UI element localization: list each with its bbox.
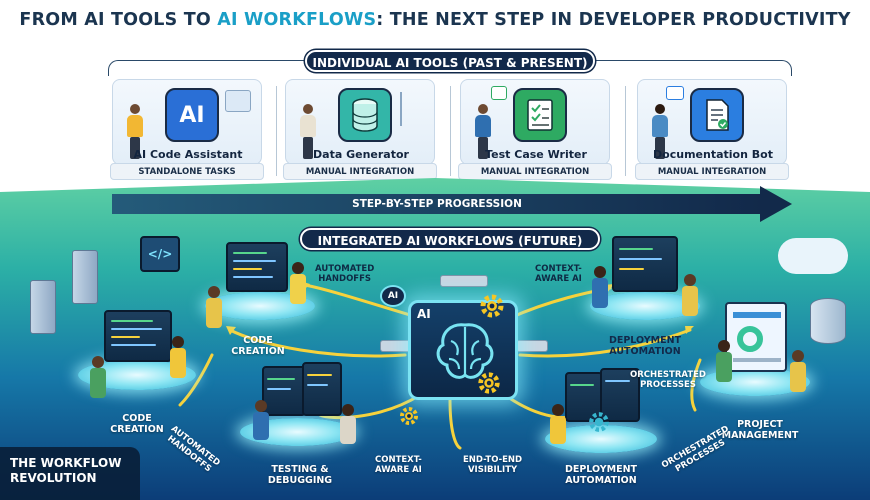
note-context-aware-lower: CONTEXT- AWARE AI (375, 455, 422, 475)
ai-chip-icon: AI (165, 88, 219, 142)
code-window-icon (225, 90, 251, 112)
page-title: FROM AI TOOLS TO AI WORKFLOWS: THE NEXT … (0, 10, 870, 30)
platform-deployment-upper (590, 292, 700, 320)
tool-card-data-generator: Data Generator (285, 79, 435, 165)
person-body (550, 416, 566, 444)
brain-hub-label: AI (417, 307, 431, 321)
developer-figure-icon (298, 104, 318, 160)
person-body (716, 352, 732, 382)
person-icon (172, 336, 184, 348)
tool-card-documentation-bot: Documentation Bot (637, 79, 787, 165)
footer-badge: THE WORKFLOW REVOLUTION (0, 447, 140, 500)
pipe-right (516, 340, 548, 352)
server-icon (72, 250, 98, 304)
checklist-icon (513, 88, 567, 142)
stage-code-creation-lower: CODE CREATION (110, 413, 164, 435)
title-suffix: : THE NEXT STEP IN DEVELOPER PRODUCTIVIT… (376, 10, 851, 30)
stage-project-management: PROJECT MANAGEMENT (721, 419, 799, 441)
person-icon (552, 404, 564, 416)
stage-deployment-upper: DEPLOYMENT AUTOMATION (608, 335, 682, 357)
tool-sub-code-assistant: STANDALONE TASKS (110, 163, 264, 180)
database-icon (810, 298, 846, 344)
note-end-to-end-visibility: END-TO-END VISIBILITY (463, 455, 523, 475)
ai-badge-icon: AI (380, 285, 406, 307)
person-body (290, 274, 306, 304)
title-highlight: AI WORKFLOWS (217, 10, 377, 30)
gear-icon (478, 372, 500, 394)
monitor-icon (612, 236, 678, 292)
developer-figure-icon (125, 104, 145, 160)
database-gear-icon (338, 88, 392, 142)
check-bubble-icon (491, 86, 507, 100)
arrow-right-icon (760, 186, 792, 222)
monitor-icon (302, 362, 342, 416)
person-body (253, 412, 269, 440)
tool-label-code-assistant: AI Code Assistant (133, 148, 243, 161)
person-icon (292, 262, 304, 274)
person-body (170, 348, 186, 378)
gear-icon (399, 406, 419, 426)
tool-sub-data-generator: MANUAL INTEGRATION (283, 163, 437, 180)
developer-figure-icon (650, 104, 670, 160)
note-context-aware-upper: CONTEXT- AWARE AI (535, 264, 582, 284)
dashboard-icon (725, 302, 787, 372)
title-prefix: FROM AI TOOLS TO (19, 10, 218, 30)
tools-section-heading: INDIVIDUAL AI TOOLS (PAST & PRESENT) (305, 50, 595, 72)
divider (276, 86, 277, 176)
progression-label: STEP-BY-STEP PROGRESSION (352, 198, 522, 210)
person-icon (594, 266, 606, 278)
person-icon (342, 404, 354, 416)
person-body (790, 362, 806, 392)
workflows-section-heading: INTEGRATED AI WORKFLOWS (FUTURE) (300, 228, 600, 250)
gear-icon (589, 412, 609, 432)
tool-label-documentation-bot: Documentation Bot (653, 148, 773, 161)
ai-chip-label: AI (179, 102, 205, 128)
stage-code-creation-upper: CODE CREATION (231, 335, 285, 357)
monitor-icon (262, 366, 306, 416)
person-icon (255, 400, 267, 412)
code-brackets-icon: </> (140, 236, 180, 272)
note-orchestrated-upper: ORCHESTRATED PROCESSES (630, 370, 706, 390)
tool-card-test-case-writer: Test Case Writer (460, 79, 610, 165)
tool-label-data-generator: Data Generator (313, 148, 409, 161)
brain-icon (436, 323, 494, 379)
footer-label: THE WORKFLOW REVOLUTION (10, 456, 122, 485)
tool-card-code-assistant: AI AI Code Assistant (112, 79, 262, 165)
person-icon (92, 356, 104, 368)
person-body (340, 416, 356, 444)
server-icon (30, 280, 56, 334)
tool-sub-documentation-bot: MANUAL INTEGRATION (635, 163, 789, 180)
person-icon (718, 340, 730, 352)
divider (450, 86, 451, 176)
data-tree-icon (400, 92, 422, 126)
progression-bar (112, 194, 762, 214)
person-icon (208, 286, 220, 298)
person-body (682, 286, 698, 316)
monitor-icon (104, 310, 172, 362)
person-icon (792, 350, 804, 362)
monitor-icon (226, 242, 288, 292)
developer-figure-icon (473, 104, 493, 160)
divider (625, 86, 626, 176)
person-body (90, 368, 106, 398)
cloud-icon (778, 238, 848, 274)
stage-testing-debugging: TESTING & DEBUGGING (267, 464, 333, 486)
person-body (206, 298, 222, 328)
gear-icon (480, 294, 504, 318)
tool-sub-test-case-writer: MANUAL INTEGRATION (458, 163, 612, 180)
chat-bubble-icon (666, 86, 684, 100)
person-icon (684, 274, 696, 286)
person-body (592, 278, 608, 308)
tool-label-test-case-writer: Test Case Writer (485, 148, 587, 161)
stage-deployment-lower: DEPLOYMENT AUTOMATION (564, 464, 638, 486)
note-automated-handoffs-upper: AUTOMATED HANDOFFS (315, 264, 375, 284)
pipe-top (440, 275, 488, 287)
monitor-icon (600, 368, 640, 422)
document-check-icon (690, 88, 744, 142)
